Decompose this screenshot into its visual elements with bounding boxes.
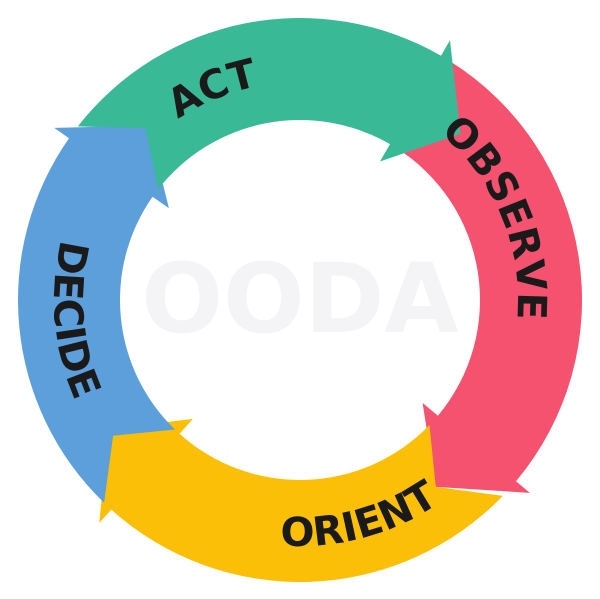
act-arrow	[77, 17, 461, 190]
center-watermark: OODA	[141, 243, 458, 355]
observe-arrow	[395, 60, 583, 493]
decide-arrow	[18, 125, 175, 503]
orient-arrow	[99, 418, 503, 582]
